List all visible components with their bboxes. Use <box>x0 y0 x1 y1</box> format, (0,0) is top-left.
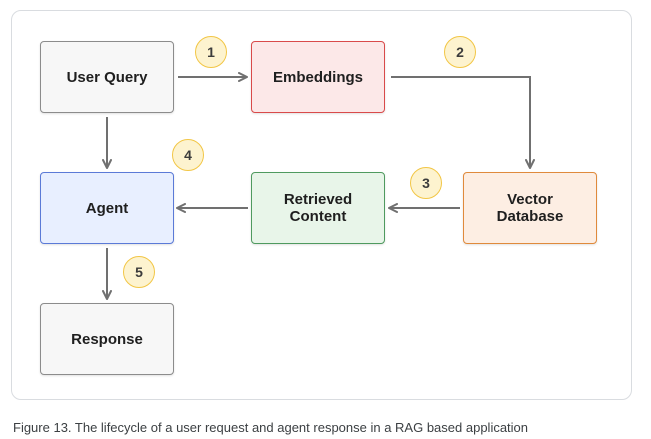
retrieved-content-label: Retrieved Content <box>283 191 353 225</box>
step-badge-3: 3 <box>410 167 442 199</box>
user-query-label: User Query <box>66 68 148 86</box>
response-node: Response <box>40 303 174 375</box>
step-badge-4: 4 <box>172 139 204 171</box>
step-badge-1: 1 <box>195 36 227 68</box>
embeddings-label: Embeddings <box>272 68 363 86</box>
response-label: Response <box>71 330 143 348</box>
retrieved-content-node: Retrieved Content <box>251 172 385 244</box>
user-query-node: User Query <box>40 41 174 113</box>
agent-node: Agent <box>40 172 174 244</box>
arrow-embeddings-to-vector-db <box>391 76 535 169</box>
figure-caption: Figure 13. The lifecycle of a user reque… <box>13 420 529 435</box>
agent-label: Agent <box>85 199 129 217</box>
step-badge-5: 5 <box>123 256 155 288</box>
embeddings-node: Embeddings <box>251 41 385 113</box>
vector-database-label: Vector Database <box>496 191 564 225</box>
vector-database-node: Vector Database <box>463 172 597 244</box>
step-badge-2: 2 <box>444 36 476 68</box>
